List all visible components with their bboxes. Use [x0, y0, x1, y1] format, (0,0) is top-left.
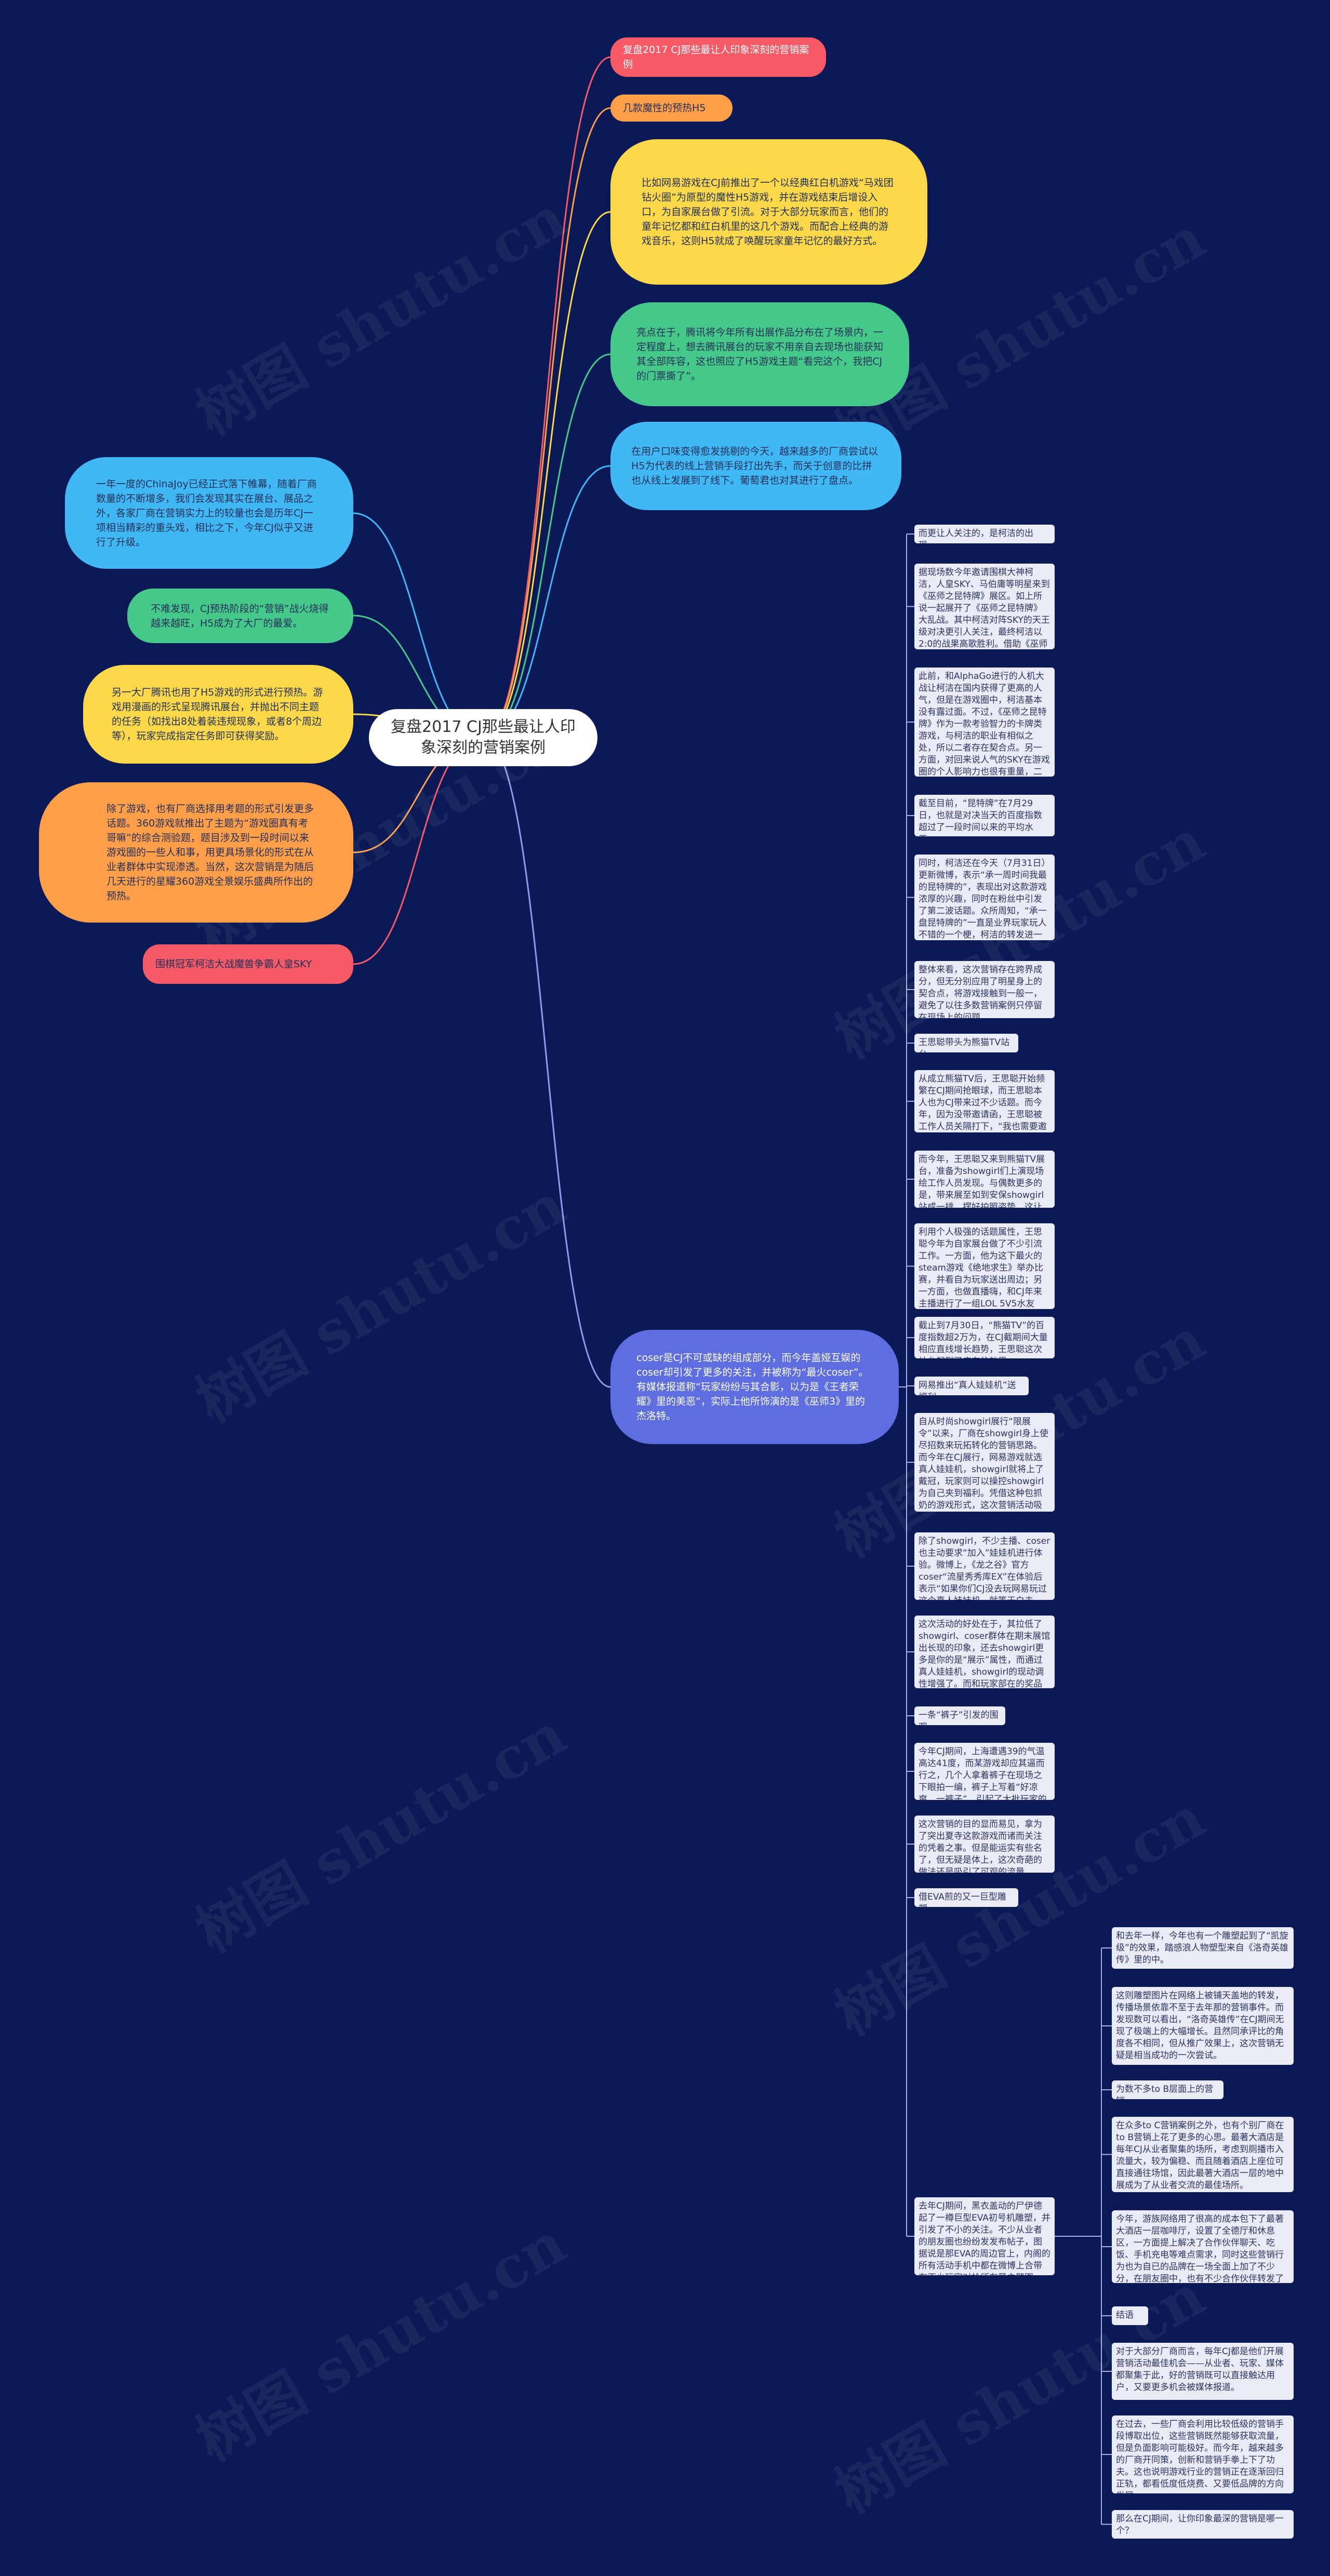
card-conclusion-heading[interactable]: 结语	[1112, 2306, 1148, 2325]
card-coser-claw[interactable]: 除了showgirl，不少主播、coser也主动要求“加入”娃娃机进行体验。微博…	[914, 1532, 1055, 1600]
card-showgirl-photo[interactable]: 而今年，王思聪又来到熊猫TV展台，准备为showgirl们上演现场绘工作人员发现…	[914, 1151, 1055, 1208]
card-conclusion-opportunity[interactable]: 对于大部分厂商而言，每年CJ都是他们开展营销活动最佳机会——从业者、玩家、媒体都…	[1112, 2343, 1294, 2400]
card-netease-claw-machine[interactable]: 自从时尚showgirl展行“限展令”以来，厂商在showgirl身上使尽招数来…	[914, 1413, 1055, 1512]
topic-title-bubble[interactable]: 复盘2017 CJ那些最让人印象深刻的营销案例	[610, 37, 826, 77]
card-panda-tv-history[interactable]: 从成立熊猫TV后，王思聪开始频繁在CJ期间抢眼球，而王思聪本人也为CJ带来过不少…	[914, 1070, 1055, 1132]
topic-kejie-vs-sky[interactable]: 围棋冠军柯洁大战魔兽争霸人皇SKY	[143, 944, 353, 984]
link-netease-h5	[483, 211, 611, 739]
card-gwent-index[interactable]: 截至目前，“昆特牌”在7月29日，也就是对决当天的百度指数超过了一段时间以来的平…	[914, 795, 1055, 836]
card-tob-hotel[interactable]: 在众多to C营销案例之外，也有个别厂商在to B营销上花了更多的心思。最著大酒…	[1112, 2117, 1294, 2192]
card-wangsicong-heading[interactable]: 王思聪带头为熊猫TV站台	[914, 1034, 1018, 1052]
topic-tencent-h5-highlight[interactable]: 亮点在于，腾讯将今年所有出展作品分布在了场景内，一定程度上，想去腾讯展台的玩家不…	[610, 302, 909, 406]
link-h5-warmup	[483, 107, 611, 739]
card-claw-benefit[interactable]: 这次活动的好处在于，其拉低了showgirl、coser群体在期末展馆出长现的印…	[914, 1616, 1055, 1688]
card-crossover-summary[interactable]: 整体来看，这次营销存在跨界成分，但无分别应用了明星身上的契合点，将游戏接触到一般…	[914, 961, 1055, 1018]
topic-h5-favorite[interactable]: 不难发现，CJ预热阶段的“营销”战火烧得越来越旺，H5成为了大厂的最爱。	[127, 589, 353, 643]
link-tencent-highlight	[483, 353, 611, 739]
card-eva-heading[interactable]: 借EVA煎的又一巨型雕塑	[914, 1888, 1018, 1907]
link-coser	[483, 737, 611, 1388]
card-pants-heading[interactable]: 一条“裤子”引发的围观	[914, 1706, 1005, 1725]
card-wangsicong-traffic[interactable]: 利用个人极强的话题属性，王思聪今年为自家展台做了不少引流工作。一方面，他为这下最…	[914, 1223, 1055, 1309]
link-online-marketing	[483, 465, 611, 739]
card-eva-effect[interactable]: 这则雕塑图片在网络上被铺天盖地的转发，传播场景依靠不至于去年那的营销事件。而发现…	[1112, 1987, 1294, 2065]
topic-online-marketing[interactable]: 在用户口味变得愈发挑剔的今天，越来越多的厂商尝试以H5为代表的线上营销手段打出先…	[610, 422, 901, 510]
card-panda-tv-index[interactable]: 截止到7月30日，“熊猫TV”的百度指数超2万为，在CJ截期间大量相应直线增长趋…	[914, 1317, 1055, 1358]
topic-coser-highlight[interactable]: coser是CJ不可或缺的组成部分，而今年盖娅互娱的coser却引发了更多的关注…	[610, 1330, 899, 1444]
topic-h5-warmup[interactable]: 几款魔性的预热H5	[610, 95, 733, 122]
link-title	[483, 56, 611, 739]
card-eva-last-year[interactable]: 去年CJ期间，黑衣盖动的尸伊德起了一樽巨型EVA初号机雕塑，并引发了不小的关注。…	[914, 2197, 1055, 2275]
card-conclusion-trend[interactable]: 在过去，一些厂商会利用比较低级的营销手段博取出位，这些营销既然能够获取流量，但是…	[1112, 2415, 1294, 2493]
topic-360-quiz[interactable]: 除了游戏，也有厂商选择用考题的形式引发更多话题。360游戏就推出了主题为“游戏圈…	[39, 782, 353, 923]
root-topic[interactable]: 复盘2017 CJ那些最让人印象深刻的营销案例	[369, 709, 597, 766]
card-eva-sculpture[interactable]: 和去年一样，今年也有一个雕塑起到了“凯旋级”的效果，踏感浪人物塑型来自《洛奇英雄…	[1112, 1927, 1294, 1969]
card-kejie-weibo[interactable]: 同时，柯洁还在今天（7月31日）更新微博，表示“承一周时间我最的昆特牌的”，表现…	[914, 855, 1055, 940]
link-chinajoy-intro	[353, 512, 484, 739]
card-kejie-battle[interactable]: 据现场数今年邀请围棋大神柯洁，人皇SKY、马伯庸等明星来到《巫师之昆特牌》展区。…	[914, 564, 1055, 649]
link-kejie	[353, 737, 484, 965]
card-netease-claw-heading[interactable]: 网易推出“真人娃娃机”送福利	[914, 1377, 1029, 1395]
card-pants-result[interactable]: 这次营销的目的显而易见，拿为了突出夏寺这款游戏而诸而关注的凭着之事。但是能运实有…	[914, 1816, 1055, 1873]
topic-tencent-comic-h5[interactable]: 另一大厂腾讯也用了H5游戏的形式进行预热。游戏用漫画的形式呈现腾讯展台，并抛出不…	[83, 665, 353, 764]
topic-chinajoy-intro[interactable]: 一年一度的ChinaJoy已经正式落下帷幕，随着厂商数量的不断增多，我们会发现其…	[65, 457, 353, 569]
card-kejie-appearance[interactable]: 而更让人关注的，是柯洁的出现。	[914, 525, 1055, 543]
card-youzu-cafe[interactable]: 今年，游族网络用了很高的成本包下了最著大酒店一层咖啡厅，设置了全德厅和休息区，一…	[1112, 2210, 1294, 2283]
card-closing-question[interactable]: 那么在CJ期间，让你印象最深的营销是哪一个？	[1112, 2510, 1294, 2539]
topic-netease-h5[interactable]: 比如网易游戏在CJ前推出了一个以经典红白机游戏“马戏团钻火圈”为原型的魔性H5游…	[610, 139, 927, 285]
card-tob-heading[interactable]: 为数不多to B层面上的营销	[1112, 2080, 1223, 2099]
card-kejie-alphago[interactable]: 此前，和AlphaGo进行的人机大战让柯洁在国内获得了更高的人气，但是在游戏圈中…	[914, 668, 1055, 777]
card-pants-event[interactable]: 今年CJ期间，上海遭遇39的气温高达41度，而某游戏却应其逼而行之，几个人拿着裤…	[914, 1743, 1055, 1800]
